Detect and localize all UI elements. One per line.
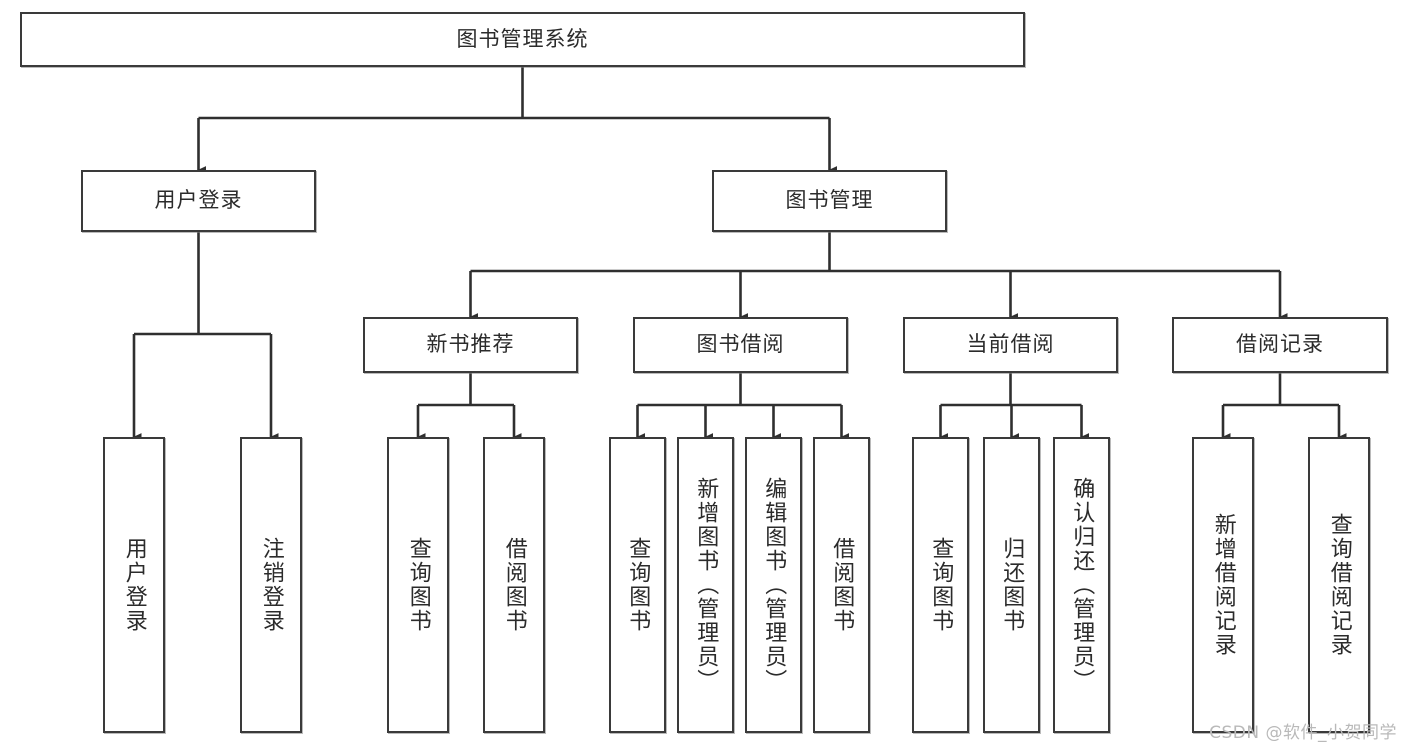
leaf-node[interactable]: 查询图书 [387, 437, 449, 733]
leaf-node[interactable]: 借阅图书 [813, 437, 870, 733]
leaf-node[interactable]: 编辑图书（管理员） [745, 437, 802, 733]
leaf-node[interactable]: 注销登录 [240, 437, 302, 733]
node-label: 查询借阅记录 [1326, 513, 1352, 657]
tree-node[interactable]: 借阅记录 [1172, 317, 1388, 373]
node-label: 新增图书（管理员） [693, 477, 719, 693]
tree-node[interactable]: 图书管理 [712, 170, 947, 232]
leaf-node[interactable]: 新增借阅记录 [1192, 437, 1254, 733]
leaf-node[interactable]: 归还图书 [983, 437, 1040, 733]
leaf-node[interactable]: 新增图书（管理员） [677, 437, 734, 733]
node-label: 确认归还（管理员） [1069, 477, 1095, 693]
leaf-node[interactable]: 用户登录 [103, 437, 165, 733]
node-label: 查询图书 [928, 537, 954, 633]
node-label: 借阅图书 [829, 537, 855, 633]
tree-node[interactable]: 图书借阅 [633, 317, 848, 373]
node-label: 图书借阅 [696, 332, 785, 357]
node-label: 编辑图书（管理员） [761, 477, 787, 693]
tree-node[interactable]: 用户登录 [81, 170, 316, 232]
node-label: 图书管理 [785, 188, 874, 213]
node-label: 用户登录 [121, 537, 147, 633]
node-label: 借阅图书 [501, 537, 527, 633]
leaf-node[interactable]: 查询图书 [912, 437, 969, 733]
node-label: 新增借阅记录 [1210, 513, 1236, 657]
leaf-node[interactable]: 查询借阅记录 [1308, 437, 1370, 733]
node-label: 查询图书 [405, 537, 431, 633]
node-label: 借阅记录 [1236, 332, 1324, 357]
root-node[interactable]: 图书管理系统 [20, 12, 1025, 67]
node-label: 注销登录 [258, 537, 284, 633]
tree-node[interactable]: 新书推荐 [363, 317, 578, 373]
tree-connectors [132, 67, 1347, 441]
watermark: CSDN @软件_小贺同学 [1209, 723, 1397, 743]
leaf-node[interactable]: 确认归还（管理员） [1053, 437, 1110, 733]
node-label: 新书推荐 [426, 332, 515, 357]
tree-node[interactable]: 当前借阅 [903, 317, 1118, 373]
leaf-node[interactable]: 查询图书 [609, 437, 666, 733]
node-label: 用户登录 [154, 188, 243, 213]
node-label: 图书管理系统 [456, 26, 589, 51]
node-label: 当前借阅 [966, 332, 1055, 357]
leaf-node[interactable]: 借阅图书 [483, 437, 545, 733]
node-label: 查询图书 [625, 537, 651, 633]
node-label: 归还图书 [999, 537, 1025, 633]
